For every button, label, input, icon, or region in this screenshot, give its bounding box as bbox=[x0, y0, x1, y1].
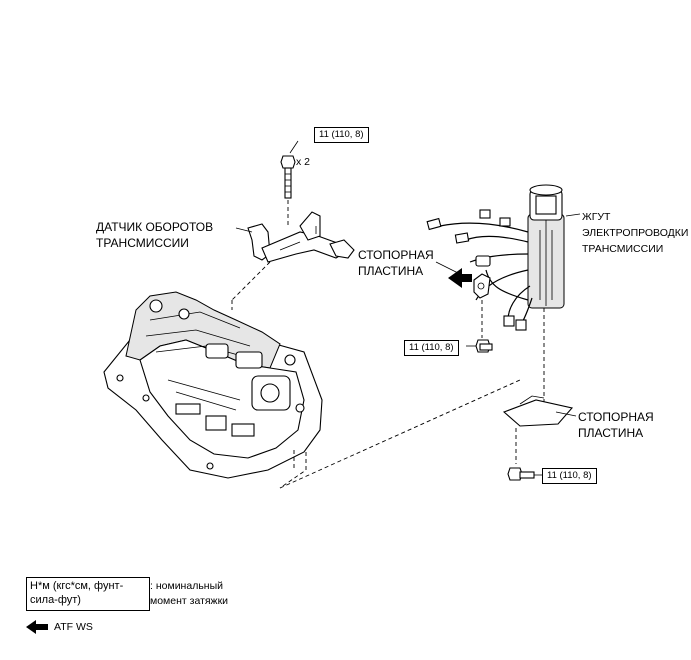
dashed-guide bbox=[279, 379, 521, 489]
valve-body bbox=[103, 291, 323, 479]
leader-line bbox=[565, 213, 581, 217]
speed-sensor-label-1: ДАТЧИК ОБОРОТОВ bbox=[96, 220, 214, 234]
legend-desc-line2: момент затяжки bbox=[150, 595, 229, 607]
legend-units-box: Н*м (кгс*см, фунт- сила-фут) bbox=[26, 577, 150, 611]
dashed-guide bbox=[279, 452, 307, 489]
bolt-top bbox=[280, 155, 296, 199]
speed-sensor bbox=[247, 211, 355, 263]
lock-plate-2 bbox=[502, 395, 574, 427]
speed-sensor-label-2: ТРАНСМИССИИ bbox=[96, 236, 189, 250]
atf-arrow-icon bbox=[448, 268, 472, 288]
torque-box-top: 11 (110, 8) bbox=[314, 127, 369, 143]
harness-label-3: ТРАНСМИССИИ bbox=[582, 243, 664, 255]
legend-units-line1: Н*м (кгс*см, фунт- bbox=[30, 580, 124, 592]
lock-plate-1-label-1: СТОПОРНАЯ bbox=[358, 248, 434, 262]
bolt-2 bbox=[466, 339, 493, 353]
wire-harness bbox=[426, 184, 565, 331]
lock-plate-1-label-2: ПЛАСТИНА bbox=[358, 264, 424, 278]
lock-plate-2-label-2: ПЛАСТИНА bbox=[578, 426, 644, 440]
bolt-3 bbox=[507, 467, 542, 481]
legend-desc-line1: : номинальный bbox=[150, 580, 224, 592]
torque-box-plate2: 11 (110, 8) bbox=[542, 468, 597, 484]
legend-atf: ATF WS bbox=[54, 621, 93, 633]
bolt-quantity: x 2 bbox=[296, 156, 311, 168]
dashed-guide bbox=[231, 261, 271, 301]
legend-units-line2: сила-фут) bbox=[30, 594, 81, 606]
leader-line bbox=[555, 411, 577, 417]
torque-box-plate1: 11 (110, 8) bbox=[404, 340, 459, 356]
harness-label-2: ЭЛЕКТРОПРОВОДКИ bbox=[582, 227, 689, 239]
harness-label-1: ЖГУТ bbox=[582, 211, 611, 223]
lock-plate-2-label-1: СТОПОРНАЯ bbox=[578, 410, 654, 424]
lock-plate-1 bbox=[473, 273, 491, 299]
leader-line bbox=[289, 140, 299, 154]
legend-arrow-icon bbox=[26, 620, 48, 634]
leader-line bbox=[235, 227, 253, 233]
